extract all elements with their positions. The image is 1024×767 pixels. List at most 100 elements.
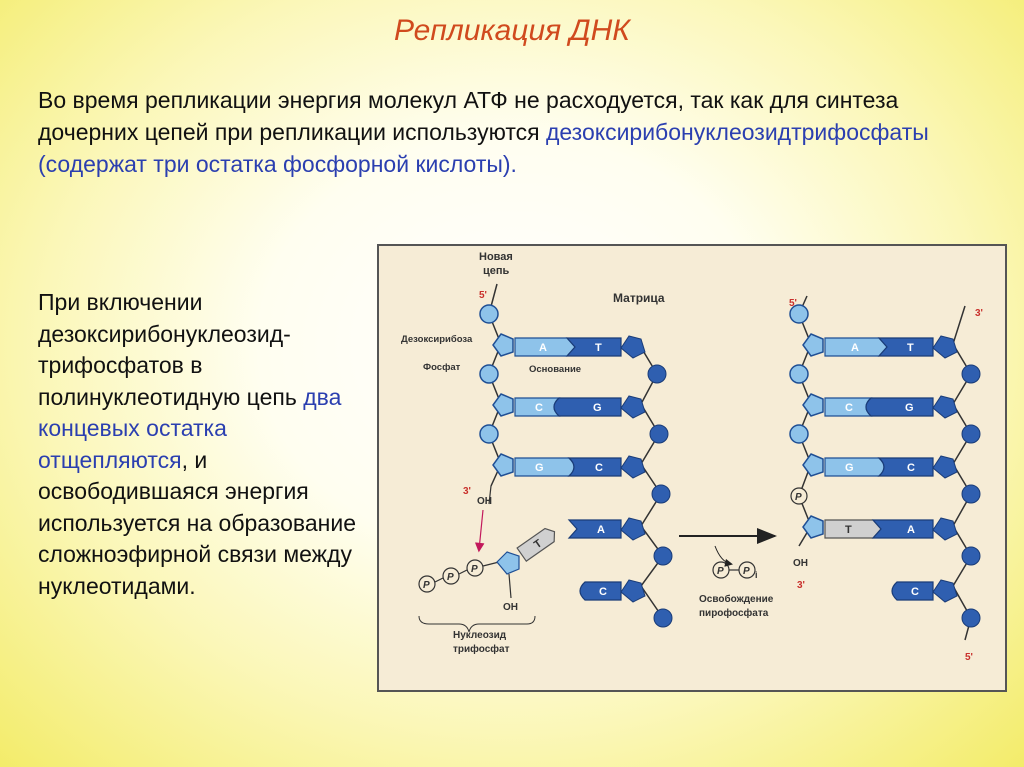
left-base-pair: C G: [514, 397, 622, 417]
intro-highlight: дезоксирибонуклеозидтрифосфаты (содержат…: [38, 119, 929, 177]
right-oh-label: OH: [793, 558, 808, 569]
explanation-text-1: При включении дезоксирибонуклеозид-трифо…: [38, 289, 304, 410]
left-five-prime: 5': [479, 290, 487, 301]
p-label: P: [423, 580, 430, 591]
base-label: T: [907, 342, 914, 354]
left-template-unpaired-base: A: [567, 519, 622, 539]
left-template-unpaired-base: C: [579, 581, 622, 601]
base-label: C: [845, 402, 853, 414]
left-template-phosphate: [653, 546, 673, 566]
pyrophosphate: P P i: [712, 545, 758, 580]
p-label: P: [447, 572, 454, 583]
base-label: A: [851, 342, 859, 354]
base-label: C: [599, 586, 607, 598]
p-label: P: [795, 492, 802, 503]
replication-diagram: A T C G G C A C P P P T: [377, 244, 1007, 692]
new-chain-label-1: Новая: [479, 251, 513, 263]
right-base-pair: T A: [824, 519, 934, 539]
left-oh-label: OH: [477, 496, 492, 507]
right-new-phosphate: [789, 304, 809, 324]
p-icon: [442, 567, 460, 585]
left-base-pair: A T: [514, 337, 622, 357]
explanation-paragraph: При включении дезоксирибонуклеозид-трифо…: [38, 287, 368, 602]
right-new-phosphate: [789, 364, 809, 384]
right-new-sugar: [802, 333, 824, 357]
p-label: P: [743, 566, 750, 577]
left-template-sugar: [620, 395, 646, 419]
base-label: C: [535, 402, 543, 414]
nucleotide-oh-label: OH: [503, 602, 518, 613]
right-template-phosphate: [961, 608, 981, 628]
right-template-sugar: [932, 335, 958, 359]
left-new-phosphate: [479, 304, 499, 324]
left-template-sugar: [620, 455, 646, 479]
base-label: G: [535, 462, 544, 474]
pi-label: i: [755, 570, 758, 580]
left-new-sugar: [492, 393, 514, 417]
incoming-nucleotide: P P P T: [418, 527, 556, 599]
base-label: A: [539, 342, 547, 354]
base-label: A: [907, 524, 915, 536]
left-three-prime: 3': [463, 486, 471, 497]
right-template-unpaired-base: C: [891, 581, 934, 601]
p-icon: [466, 559, 484, 577]
nucleoside-bracket: [418, 615, 536, 633]
p-label: P: [471, 564, 478, 575]
release-label-1: Освобождение: [699, 593, 774, 605]
right-base-pair: A T: [824, 337, 934, 357]
base-label: C: [911, 586, 919, 598]
right-base-pair: G C: [824, 457, 934, 477]
right-template-phosphate: [961, 484, 981, 504]
base-label: G: [905, 402, 914, 414]
intro-text: Во время репликации энергия молекул АТФ …: [38, 87, 899, 145]
left-template-phosphate: [649, 424, 669, 444]
matrix-label: Матрица: [613, 291, 665, 305]
right-template-three-prime: 3': [975, 308, 983, 319]
base-label: C: [595, 462, 603, 474]
p-label: P: [717, 566, 724, 577]
base-label: G: [593, 402, 602, 414]
left-new-sugar: [492, 333, 514, 357]
new-chain-label-2: цепь: [483, 265, 510, 277]
left-new-phosphate: [479, 364, 499, 384]
right-base-pair: C G: [824, 397, 934, 417]
base-label: T: [845, 524, 852, 536]
left-template-sugar: [620, 517, 646, 541]
base-label: G: [845, 462, 854, 474]
right-five-prime: 5': [789, 298, 797, 309]
right-new-sugar: [802, 515, 824, 539]
right-new-sugar: [802, 393, 824, 417]
right-template-sugar: [932, 579, 958, 603]
left-base-pair: G C: [514, 457, 622, 477]
right-new-phosphate: [789, 424, 809, 444]
right-template-phosphate: [961, 546, 981, 566]
left-template-sugar: [620, 579, 646, 603]
right-new-chain-backbone: [798, 295, 812, 547]
right-template-phosphate: [961, 364, 981, 384]
right-template-sugar: [932, 395, 958, 419]
left-template-sugar: [620, 335, 646, 359]
left-new-sugar: [492, 453, 514, 477]
nucleoside-label-1: Нуклеозид: [453, 630, 507, 641]
left-new-phosphate: [479, 424, 499, 444]
explanation-highlight: два концевых остатка отщепляются: [38, 383, 342, 473]
deoxyribose-label: Дезоксирибоза: [401, 334, 473, 345]
attack-arrow: [474, 509, 485, 553]
right-new-sugar: [802, 453, 824, 477]
p-icon: [790, 487, 808, 505]
base-label: T: [595, 342, 602, 354]
left-template-backbone: [638, 343, 664, 619]
right-template-sugar: [932, 517, 958, 541]
left-template-phosphate: [653, 608, 673, 628]
base-name-label: Основание: [529, 364, 581, 375]
slide-title: Репликация ДНК: [394, 14, 630, 47]
phosphate-label: Фосфат: [423, 362, 461, 373]
base-label: C: [907, 462, 915, 474]
intro-paragraph: Во время репликации энергия молекул АТФ …: [38, 84, 998, 180]
right-template-five-prime: 5': [965, 652, 973, 663]
right-template-sugar: [932, 455, 958, 479]
right-three-prime: 3': [797, 580, 805, 591]
left-template-phosphate: [647, 364, 667, 384]
right-template-phosphate: [961, 424, 981, 444]
explanation-text-2: , и освободившаяся энергия используется …: [38, 446, 357, 599]
